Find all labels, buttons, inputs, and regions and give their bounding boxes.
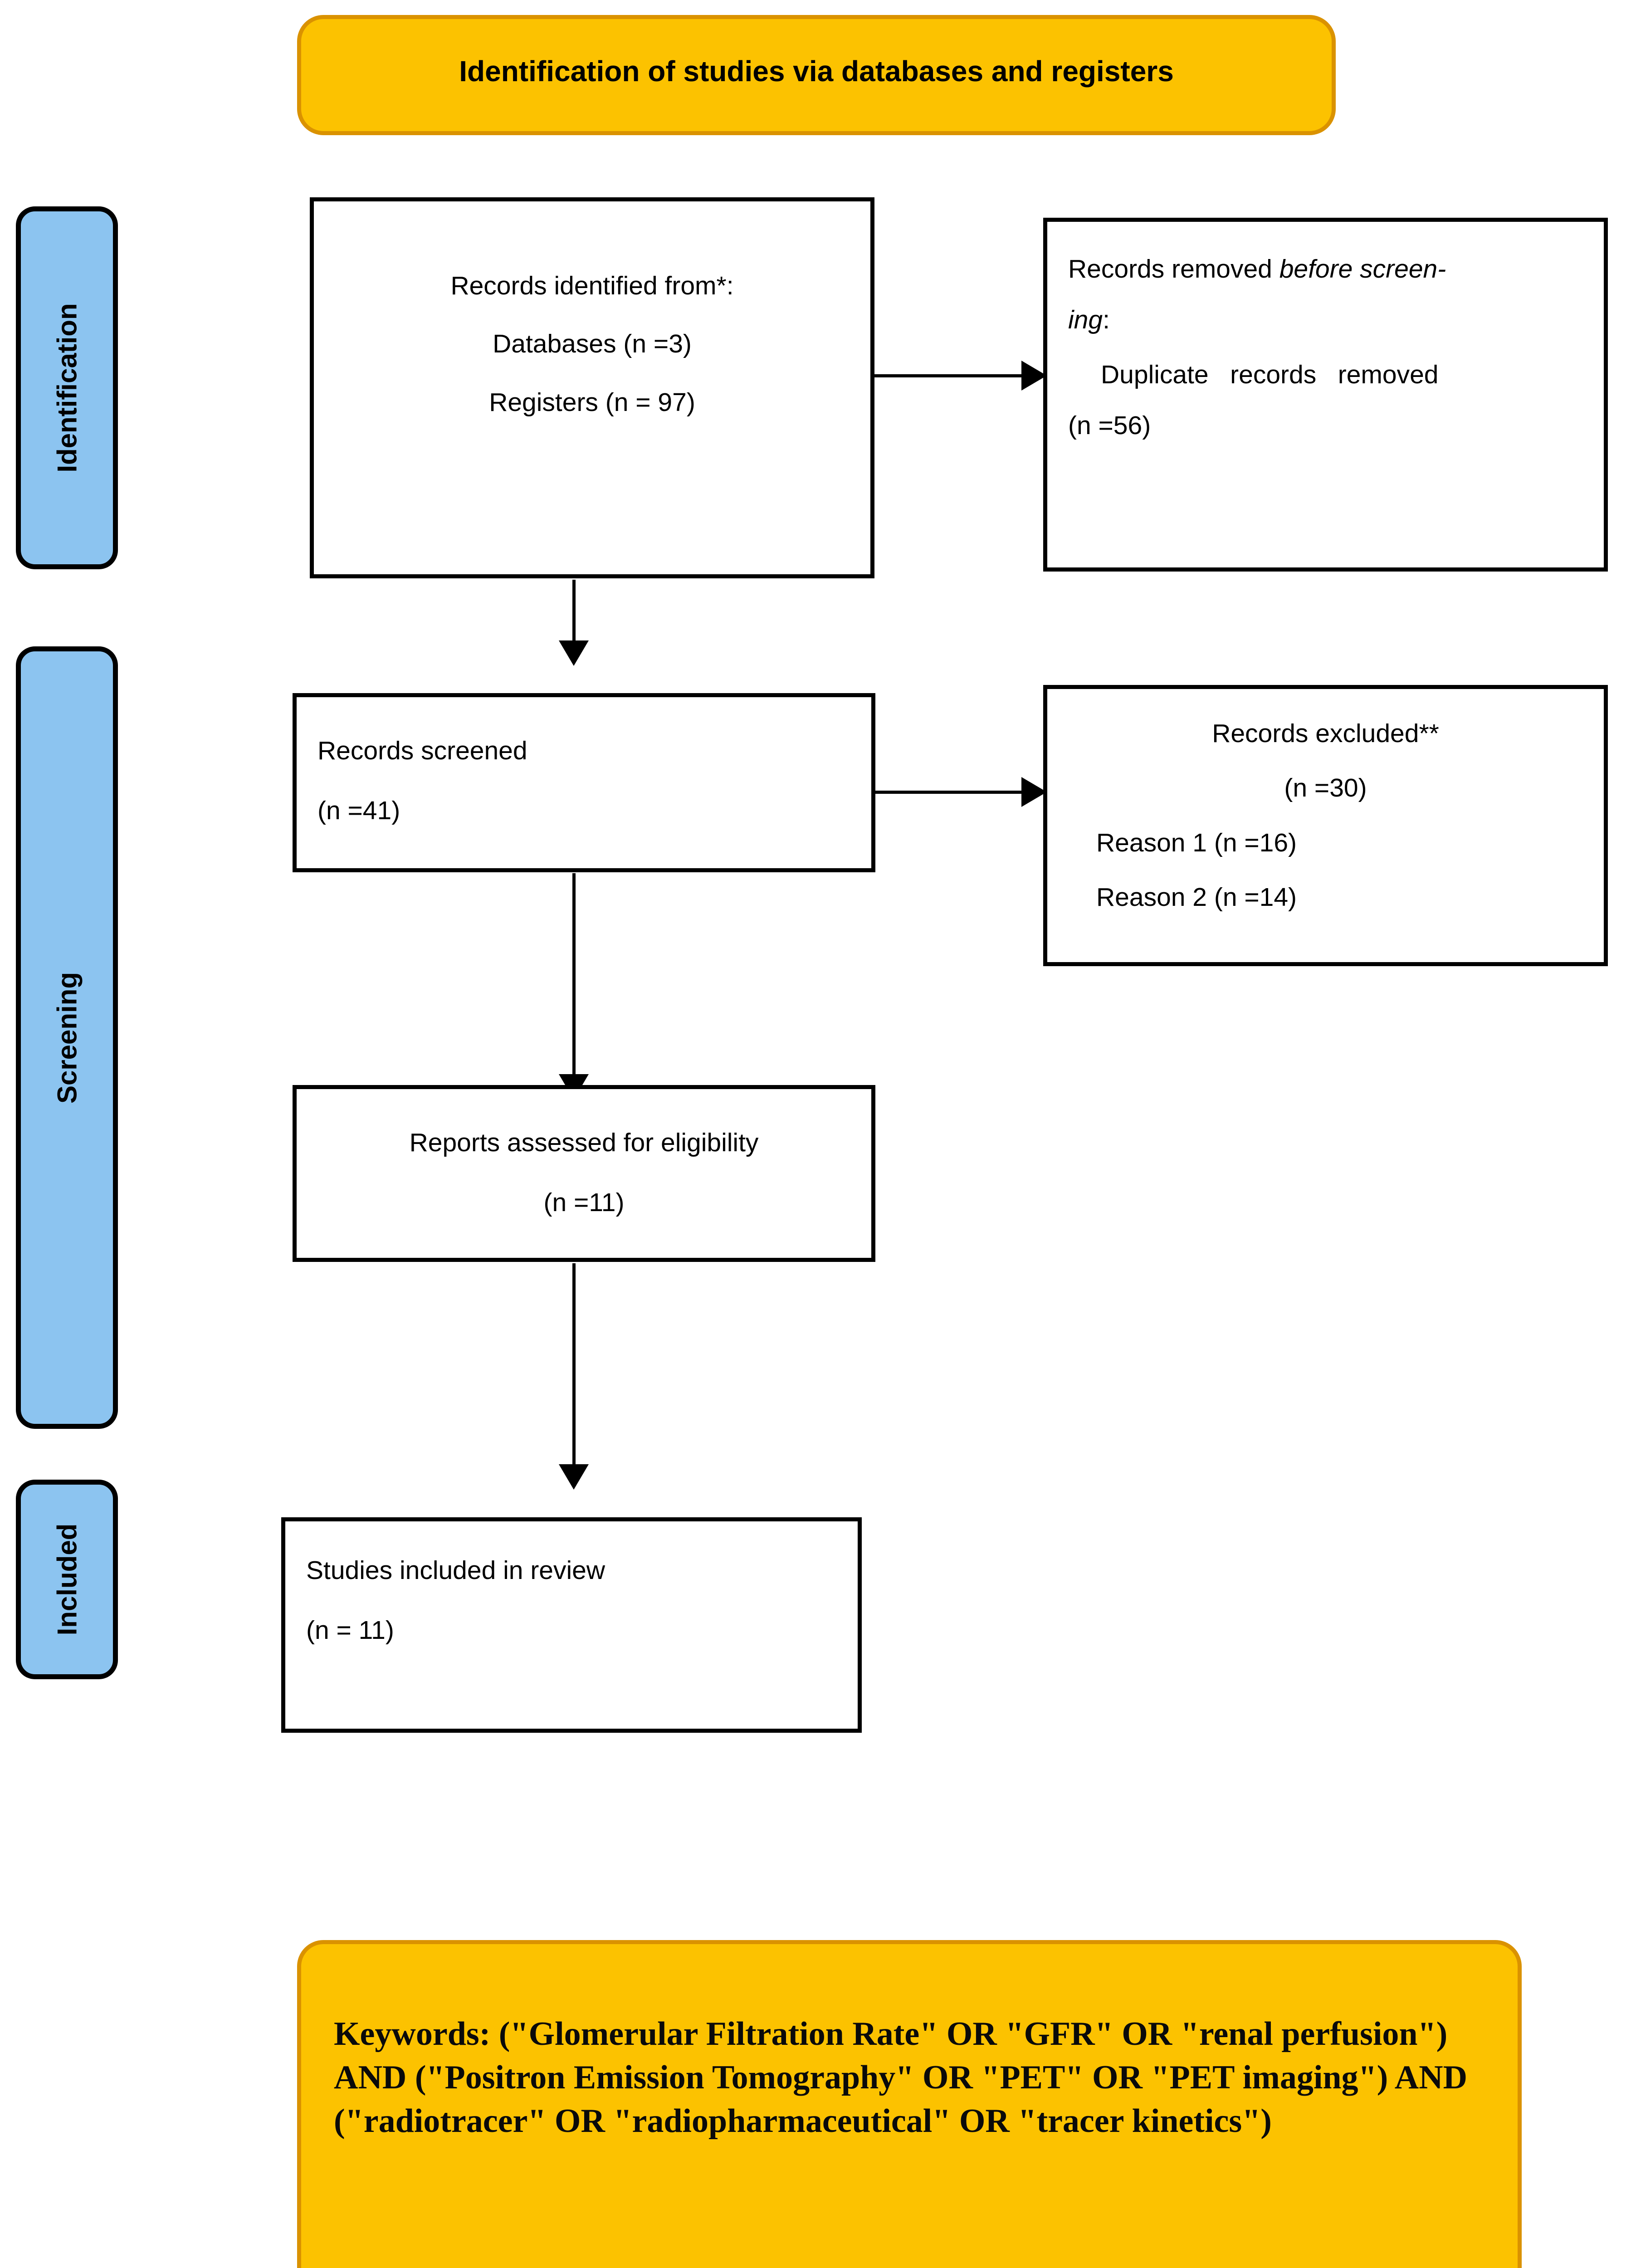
box-studies-included-text: Studies included in review (n = 11) (306, 1549, 837, 1652)
stage-tab-included-label: Included (52, 1523, 82, 1636)
records-identified-line-1: Records identified from*: (450, 271, 734, 300)
connector-screened-to-eligibility (572, 873, 576, 1080)
studies-included-line-1: Studies included in review (306, 1556, 606, 1585)
keywords-line-3: "PET" OR "PET imaging") AND ("radiotrace… (334, 2059, 1468, 2140)
connector-screened-to-excluded (875, 791, 1024, 794)
reports-assessed-line-2: (n =11) (543, 1188, 625, 1217)
box-records-screened: Records screened (n =41) (293, 693, 875, 872)
stage-tab-screening: Screening (16, 646, 118, 1429)
box-records-screened-text: Records screened (n =41) (317, 730, 850, 832)
records-removed-italic-1: before screen- (1279, 254, 1446, 284)
connector-identified-to-removed (874, 374, 1024, 377)
box-records-removed-text: Records removed before screen- ing: Dupl… (1068, 248, 1583, 446)
records-identified-line-3: Registers (n = 97) (489, 387, 695, 417)
records-identified-line-2: Databases (n =3) (493, 329, 692, 359)
arrowhead-eligibility-to-included (559, 1464, 589, 1490)
box-records-identified-text: Records identified from*: Databases (n =… (335, 265, 850, 423)
studies-included-line-2: (n = 11) (306, 1616, 394, 1645)
keywords-banner-text: Keywords: ("Glomerular Filtration Rate" … (334, 2012, 1499, 2143)
records-screened-line-2: (n =41) (317, 796, 400, 826)
box-records-removed: Records removed before screen- ing: Dupl… (1043, 218, 1608, 572)
keywords-banner: Keywords: ("Glomerular Filtration Rate" … (297, 1940, 1522, 2268)
box-reports-assessed: Reports assessed for eligibility (n =11) (293, 1085, 875, 1262)
box-records-excluded-text: Records excluded** (n =30) Reason 1 (n =… (1068, 713, 1583, 918)
records-removed-line-2: ing: (1068, 299, 1583, 341)
keywords-line-4: "radiopharmaceutical" OR "tracer kinetic… (613, 2102, 1272, 2140)
stage-tab-identification: Identification (16, 206, 118, 569)
arrowhead-identified-to-removed (1021, 361, 1047, 391)
box-studies-included: Studies included in review (n = 11) (281, 1517, 862, 1733)
stage-tab-identification-label: Identification (52, 303, 82, 473)
arrowhead-identified-to-screened (559, 640, 589, 666)
header-banner: Identification of studies via databases … (297, 15, 1336, 135)
records-excluded-line-4: Reason 2 (n =14) (1096, 882, 1297, 912)
records-removed-line-3: Duplicate records removed (1101, 360, 1439, 389)
records-removed-line-4: (n =56) (1068, 411, 1151, 440)
header-banner-title: Identification of studies via databases … (459, 55, 1174, 88)
records-removed-prefix: Records removed (1068, 254, 1279, 284)
keywords-line-1: Keywords: ("Glomerular Filtration Rate" … (334, 2015, 1172, 2053)
records-screened-line-1: Records screened (317, 736, 527, 765)
records-removed-italic-2: ing (1068, 305, 1103, 335)
records-removed-line-1: Records removed before screen- (1068, 248, 1583, 290)
stage-tab-screening-label: Screening (52, 972, 82, 1104)
connector-eligibility-to-included (572, 1263, 576, 1470)
reports-assessed-line-1: Reports assessed for eligibility (409, 1128, 759, 1157)
records-removed-colon: : (1103, 305, 1110, 335)
box-records-excluded: Records excluded** (n =30) Reason 1 (n =… (1043, 685, 1608, 966)
records-excluded-line-3: Reason 1 (n =16) (1096, 828, 1297, 857)
stage-tab-included: Included (16, 1480, 118, 1679)
box-records-identified: Records identified from*: Databases (n =… (310, 197, 874, 578)
records-excluded-line-2: (n =30) (1284, 773, 1367, 803)
keywords-line-2: "renal perfusion") AND ("Positron Emissi… (334, 2015, 1448, 2097)
box-reports-assessed-text: Reports assessed for eligibility (n =11) (317, 1122, 850, 1224)
connector-identified-to-screened (572, 580, 576, 645)
arrowhead-screened-to-excluded (1021, 777, 1047, 807)
records-excluded-line-1: Records excluded** (1212, 719, 1439, 748)
